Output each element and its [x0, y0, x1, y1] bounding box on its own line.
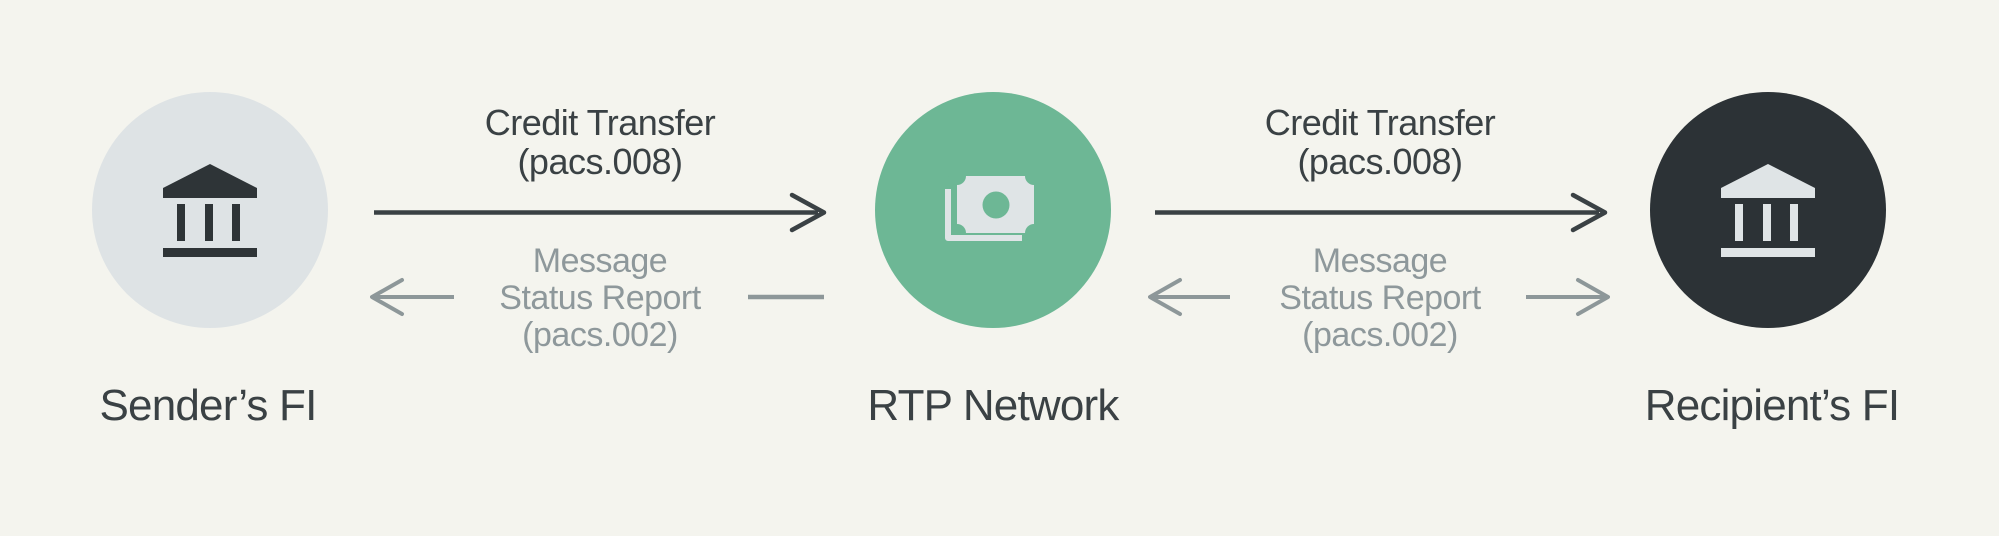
credit-transfer-arrow-sender-to-rtp [374, 192, 827, 233]
money-icon [944, 175, 1034, 241]
status-report-line2: Status Report [1279, 279, 1481, 317]
sender-fi-label: Sender’s FI [99, 381, 317, 430]
recipient-fi-label: Recipient’s FI [1644, 381, 1900, 430]
bank-icon [163, 163, 257, 257]
credit-transfer-line1: Credit Transfer [1264, 102, 1496, 143]
recipient-fi-node [1650, 92, 1886, 328]
credit-transfer-arrow-rtp-to-recipient [1155, 192, 1608, 233]
status-report-line3: (pacs.002) [522, 316, 678, 354]
status-report-label-right: Message Status Report (pacs.002) [1279, 242, 1481, 354]
status-report-line2: Status Report [499, 279, 701, 317]
sender-fi-node [92, 92, 328, 328]
status-report-line3: (pacs.002) [1302, 316, 1458, 354]
status-report-line1: Message [532, 242, 668, 280]
rtp-network-label: RTP Network [867, 381, 1119, 430]
status-report-arrow-to-rtp [1148, 278, 1230, 316]
credit-transfer-label-left: Credit Transfer (pacs.008) [485, 103, 716, 181]
credit-transfer-label-right: Credit Transfer (pacs.008) [1265, 103, 1496, 181]
credit-transfer-line1: Credit Transfer [484, 102, 716, 143]
bank-icon [1721, 163, 1815, 257]
status-report-arrow-to-sender [370, 278, 454, 316]
credit-transfer-line2: (pacs.008) [1297, 141, 1463, 182]
status-report-arrow-to-recipient [1526, 278, 1610, 316]
rtp-network-node [875, 92, 1111, 328]
status-report-line1: Message [1312, 242, 1448, 280]
status-report-label-left: Message Status Report (pacs.002) [499, 242, 701, 354]
credit-transfer-line2: (pacs.008) [517, 141, 683, 182]
status-report-line-segment [748, 294, 824, 300]
